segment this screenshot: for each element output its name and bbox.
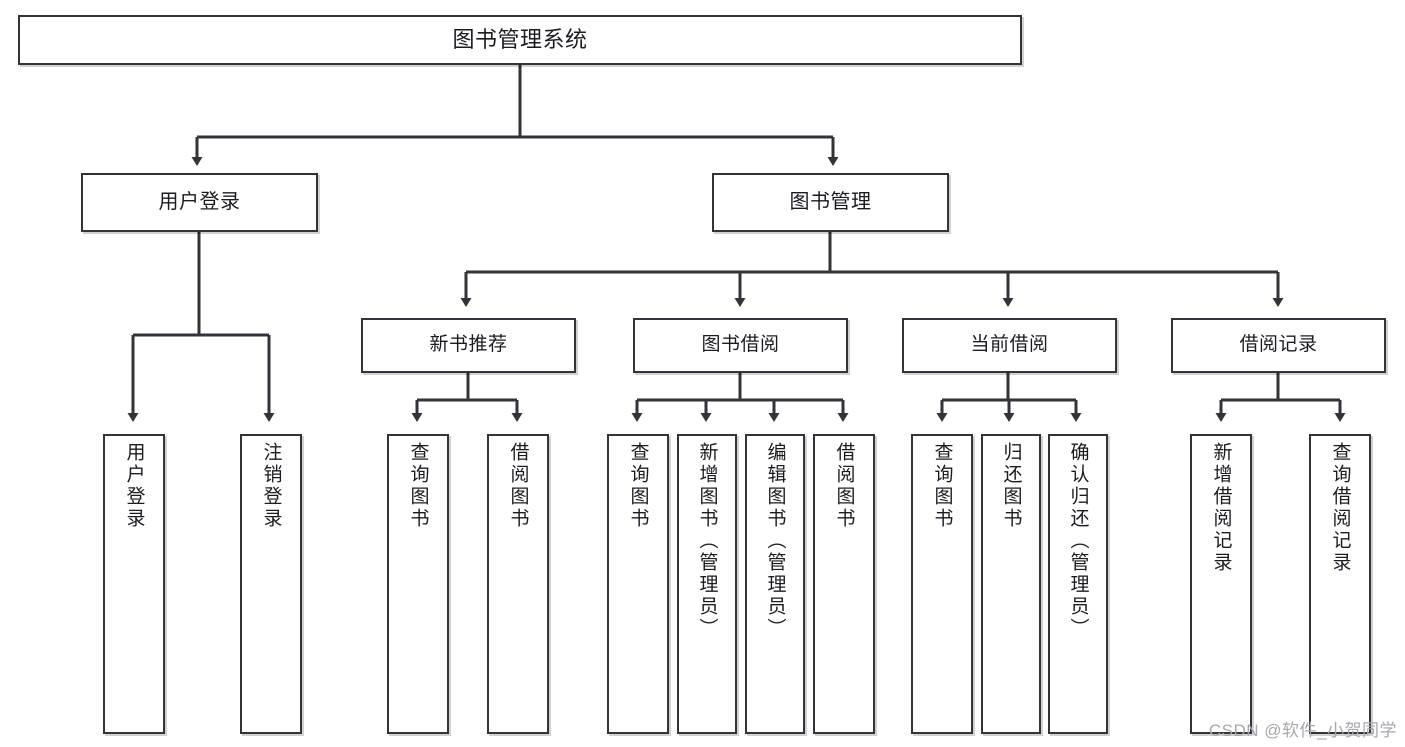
node-leaf-query-book-3[interactable]: 查询图书 — [911, 434, 973, 734]
node-leaf-borrow-book-2-label: 借阅图书 — [833, 442, 855, 530]
node-current-borrow[interactable]: 当前借阅 — [902, 318, 1117, 373]
node-leaf-add-book-label: 新增图书（管理员） — [696, 442, 718, 640]
node-leaf-add-book[interactable]: 新增图书（管理员） — [677, 434, 737, 734]
node-leaf-user-logout[interactable]: 注销登录 — [240, 434, 302, 734]
node-leaf-edit-book-label: 编辑图书（管理员） — [764, 442, 786, 640]
node-leaf-add-record-label: 新增借阅记录 — [1210, 442, 1232, 574]
node-leaf-user-login-label: 用户登录 — [123, 442, 145, 530]
node-leaf-confirm-return-label: 确认归还（管理员） — [1067, 442, 1089, 640]
node-new-book-rec-label: 新书推荐 — [429, 334, 508, 356]
node-leaf-confirm-return[interactable]: 确认归还（管理员） — [1048, 434, 1108, 734]
node-leaf-borrow-book-2[interactable]: 借阅图书 — [813, 434, 875, 734]
node-leaf-user-logout-label: 注销登录 — [260, 442, 282, 530]
node-book-manage[interactable]: 图书管理 — [712, 173, 949, 232]
node-book-borrow[interactable]: 图书借阅 — [633, 318, 848, 373]
node-leaf-borrow-book-1[interactable]: 借阅图书 — [487, 434, 549, 734]
node-leaf-return-book-label: 归还图书 — [1000, 442, 1022, 530]
node-leaf-add-record[interactable]: 新增借阅记录 — [1190, 434, 1252, 734]
node-new-book-rec[interactable]: 新书推荐 — [361, 318, 576, 373]
node-leaf-query-book-2-label: 查询图书 — [627, 442, 649, 530]
node-user-login-label: 用户登录 — [158, 190, 241, 213]
node-borrow-record-label: 借阅记录 — [1239, 334, 1318, 356]
node-leaf-query-record-label: 查询借阅记录 — [1329, 442, 1351, 574]
node-borrow-record[interactable]: 借阅记录 — [1171, 318, 1386, 373]
node-leaf-return-book[interactable]: 归还图书 — [981, 434, 1041, 734]
node-leaf-edit-book[interactable]: 编辑图书（管理员） — [745, 434, 805, 734]
node-leaf-query-record[interactable]: 查询借阅记录 — [1309, 434, 1371, 734]
node-leaf-query-book-1-label: 查询图书 — [407, 442, 429, 530]
node-leaf-borrow-book-1-label: 借阅图书 — [507, 442, 529, 530]
node-current-borrow-label: 当前借阅 — [970, 334, 1049, 356]
node-user-login[interactable]: 用户登录 — [81, 173, 318, 232]
node-leaf-query-book-1[interactable]: 查询图书 — [387, 434, 449, 734]
node-root-label: 图书管理系统 — [452, 27, 588, 53]
node-book-borrow-label: 图书借阅 — [701, 334, 780, 356]
node-leaf-query-book-2[interactable]: 查询图书 — [607, 434, 669, 734]
node-book-manage-label: 图书管理 — [789, 190, 872, 213]
node-root[interactable]: 图书管理系统 — [18, 15, 1022, 65]
node-leaf-user-login[interactable]: 用户登录 — [103, 434, 165, 734]
node-leaf-query-book-3-label: 查询图书 — [931, 442, 953, 530]
